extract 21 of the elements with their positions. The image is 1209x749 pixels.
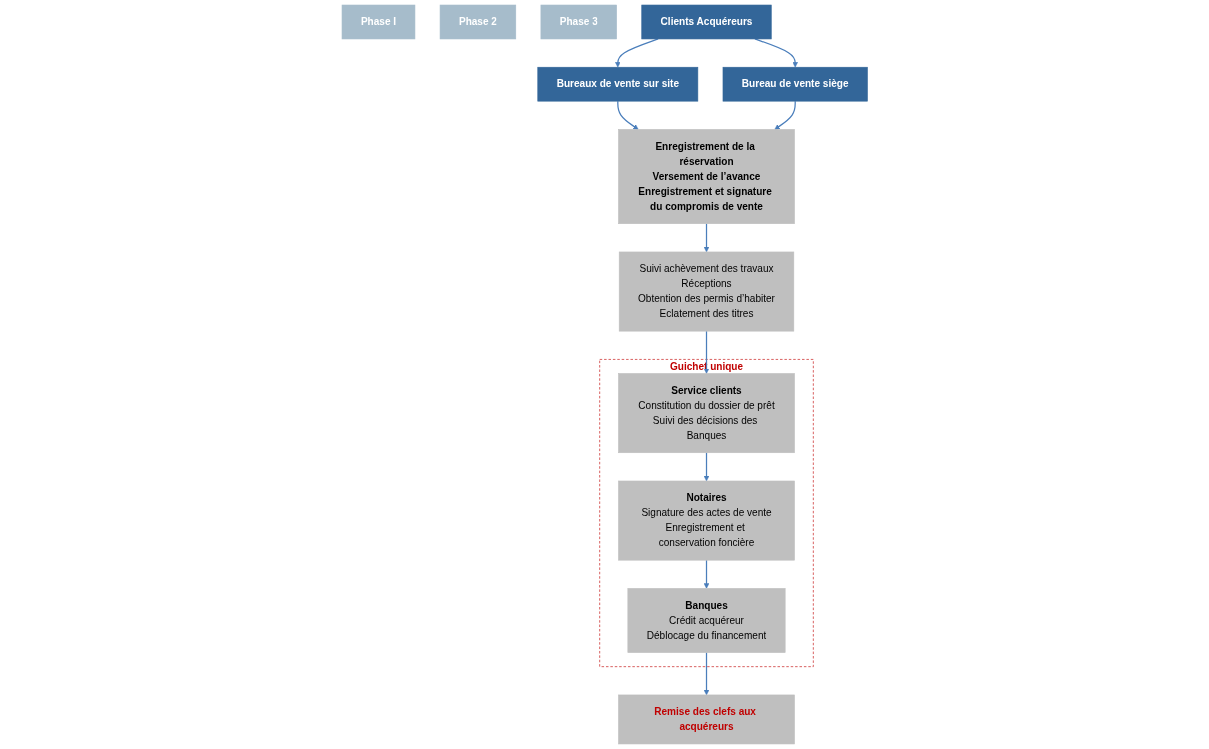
arrow <box>703 452 710 482</box>
arrow <box>703 330 710 374</box>
arrow <box>703 651 710 696</box>
arrow <box>703 223 710 253</box>
node-box: Banques Crédit acquéreur Déblocage du financement <box>627 588 786 653</box>
node-box: Notaires Signature des actes de vente Enregistrement et conservation foncière <box>618 480 795 561</box>
node-box: Phase 3 <box>540 4 617 40</box>
node-box: Service clients Constitution du dossier de prêt Suivi des décisions des Banques <box>618 373 795 454</box>
arrow <box>703 559 710 589</box>
node-box: Phase 2 <box>439 4 516 40</box>
arrow <box>774 100 796 130</box>
arrow <box>616 100 639 130</box>
node-box: Phase I <box>341 4 416 40</box>
node-box: Clients Acquéreurs <box>641 4 772 40</box>
node-box: Bureau de vente siège <box>722 66 868 102</box>
arrow <box>614 38 659 68</box>
node-box: Remise des clefs aux acquéreurs <box>618 694 795 745</box>
node-box: Bureaux de vente sur site <box>537 66 698 102</box>
node-box: Enregistrement de la réservation Versement de l’avance Enregistrement et signature du compromis de vente <box>618 129 795 224</box>
arrow <box>754 38 798 68</box>
node-box: Suivi achèvement des travaux Réceptions Obtention des permis d’habiter Eclatement des titres <box>618 251 794 332</box>
